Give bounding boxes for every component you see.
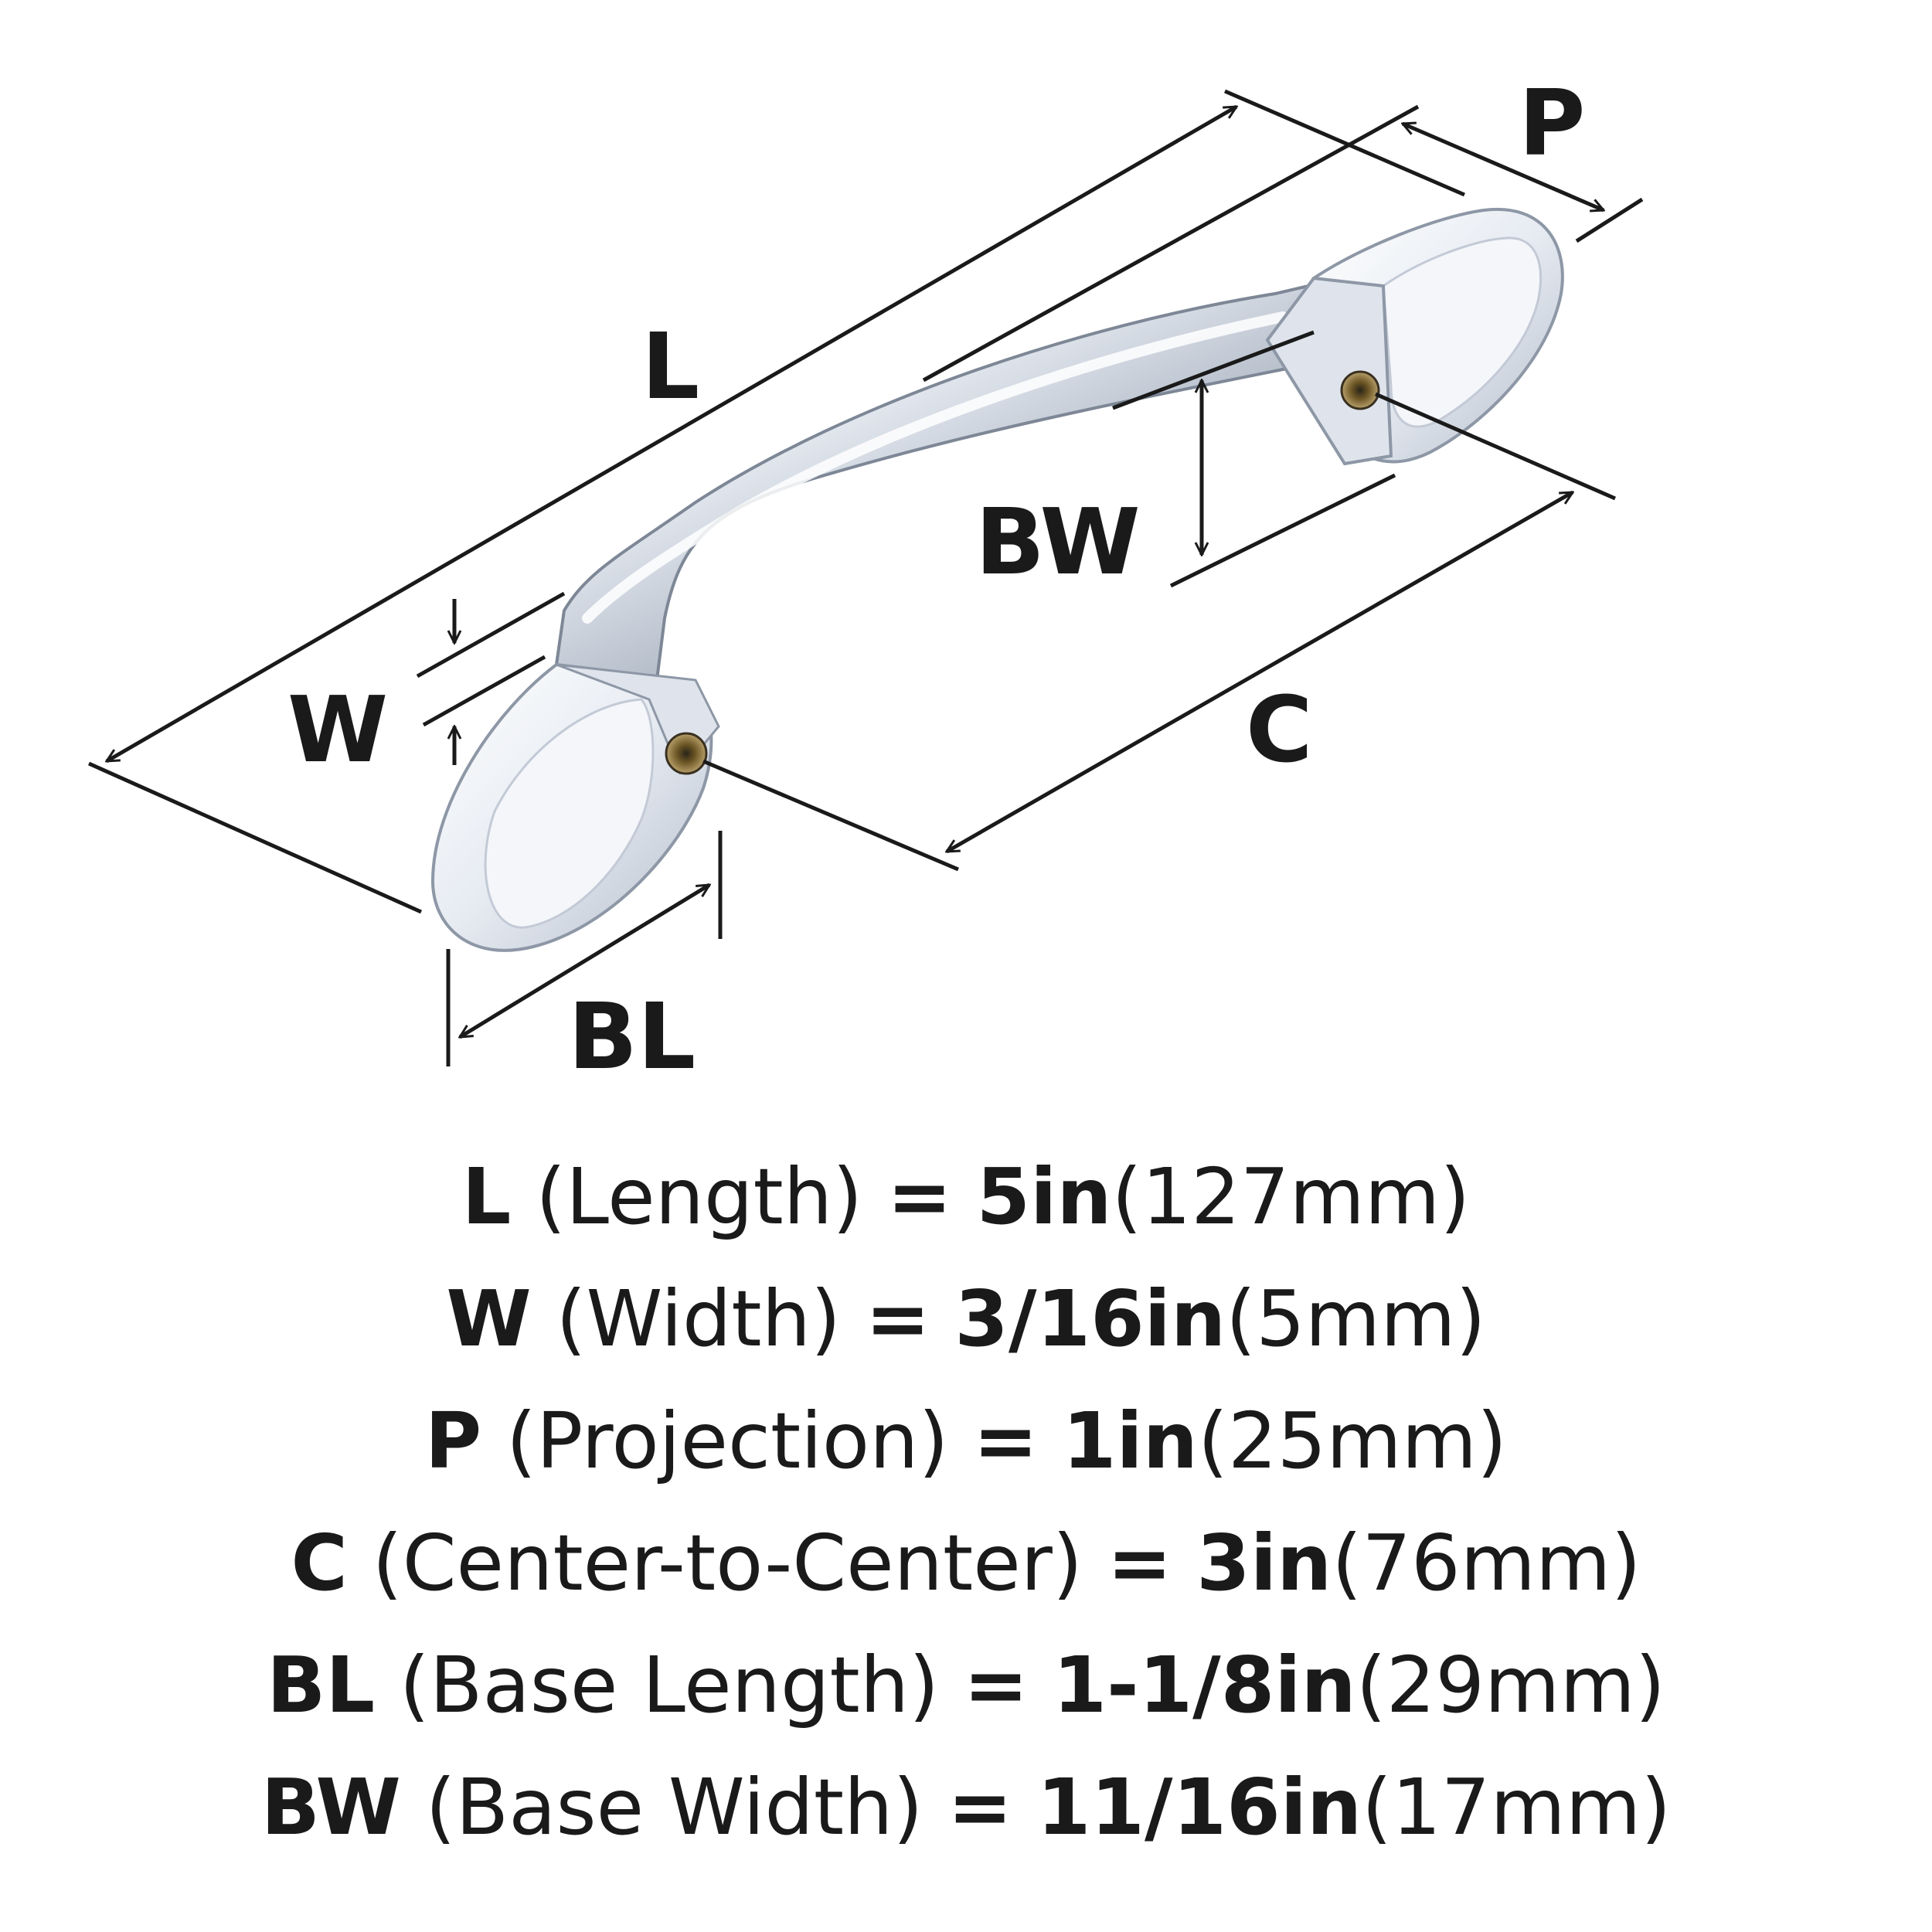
spec-description: (Base Length) (399, 1640, 940, 1730)
spec-metric: (127mm) (1111, 1151, 1471, 1242)
spec-base-width: BW (Base Width) = 11/16in(17mm) (0, 1747, 1932, 1869)
spec-description: (Base Width) (425, 1762, 923, 1852)
spec-code: P (424, 1396, 482, 1486)
projection-extension-right (1575, 197, 1644, 243)
spec-description: (Length) (536, 1151, 863, 1242)
label-base-width: BW (975, 488, 1141, 595)
spec-code: C (291, 1518, 348, 1608)
spec-equals: = (865, 1274, 930, 1364)
spec-base-length: BL (Base Length) = 1-1/8in(29mm) (0, 1624, 1932, 1747)
spec-imperial: 1in (1062, 1396, 1198, 1486)
label-base-length: BL (568, 983, 696, 1090)
spec-code: W (446, 1274, 532, 1364)
base-width-extension-top (1112, 330, 1315, 410)
right-base-block (1265, 276, 1393, 466)
length-extension-bottom (87, 761, 423, 914)
spec-imperial: 5in (976, 1151, 1112, 1242)
dimension-spec-list: L (Length) = 5in(127mm) W (Width) = 3/16… (0, 1136, 1932, 1869)
spec-code: BL (267, 1640, 376, 1730)
spec-equals: = (947, 1762, 1013, 1852)
dimension-diagram: L P W BW C BL (87, 70, 1644, 1090)
spec-imperial: 1-1/8in (1053, 1640, 1356, 1730)
dimension-lines (87, 89, 1644, 1066)
spec-metric: (29mm) (1355, 1640, 1665, 1730)
width-extension-bottom (422, 655, 546, 727)
spec-projection: P (Projection) = 1in(25mm) (0, 1380, 1932, 1502)
label-projection: P (1519, 70, 1585, 176)
label-width: W (287, 676, 388, 783)
projection-dimension-line (1403, 124, 1604, 210)
spec-equals: = (886, 1151, 952, 1242)
spec-metric: (76mm) (1332, 1518, 1641, 1608)
center-extension-left (702, 759, 959, 872)
spec-imperial: 3in (1196, 1518, 1332, 1608)
spec-equals: = (973, 1396, 1039, 1486)
length-dimension-line (107, 104, 1236, 764)
center-extension-right (1375, 392, 1616, 501)
label-center-to-center: C (1246, 676, 1313, 783)
spec-metric: (25mm) (1197, 1396, 1508, 1486)
spec-description: (Projection) (506, 1396, 949, 1486)
right-base-plate-inset (1382, 236, 1543, 428)
length-extension-top (1224, 89, 1465, 197)
spec-description: (Width) (556, 1274, 842, 1364)
center-dimension-line (947, 490, 1573, 854)
label-length: L (641, 313, 699, 420)
spec-description: (Center-to-Center) (372, 1518, 1083, 1608)
spec-center-to-center: C (Center-to-Center) = 3in(76mm) (0, 1502, 1932, 1624)
spec-imperial: 3/16in (954, 1274, 1226, 1364)
spec-width: W (Width) = 3/16in(5mm) (0, 1258, 1932, 1380)
base-length-dimension-line (460, 883, 709, 1039)
spec-imperial: 11/16in (1036, 1762, 1362, 1852)
width-extension-top (416, 591, 566, 679)
spec-equals: = (963, 1640, 1029, 1730)
base-width-extension-bottom (1169, 473, 1396, 588)
left-screw-hole (665, 732, 708, 775)
spec-length: L (Length) = 5in(127mm) (0, 1136, 1932, 1258)
spec-code: BW (260, 1762, 401, 1852)
spec-code: L (461, 1151, 512, 1242)
projection-extension-top (922, 104, 1420, 383)
right-screw-hole (1340, 370, 1380, 410)
spec-metric: (5mm) (1226, 1274, 1486, 1364)
spec-equals: = (1107, 1518, 1172, 1608)
spec-metric: (17mm) (1362, 1762, 1672, 1852)
